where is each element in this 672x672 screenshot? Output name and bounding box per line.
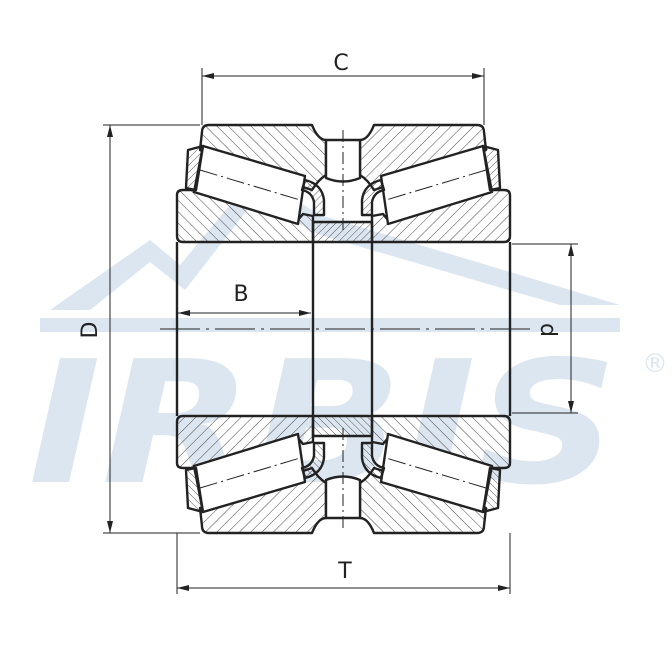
roller-axis-right (385, 169, 487, 201)
label-b: B (233, 282, 248, 307)
bearing-bottom-half (175, 414, 512, 535)
dimension-d-outer: D (78, 124, 200, 534)
inner-ring-left (175, 188, 315, 244)
cage-right (481, 144, 502, 192)
dimension-t: T (176, 533, 511, 594)
lip-right (360, 178, 386, 217)
label-t: T (337, 559, 352, 584)
registered-mark: ® (642, 349, 668, 379)
roller-axis-left (199, 169, 301, 201)
inner-ring-right (370, 188, 512, 244)
bearing-top-half (175, 123, 512, 244)
lip-left (300, 178, 326, 217)
label-D: D (78, 322, 103, 339)
cage-left (184, 144, 205, 192)
label-c: C (333, 51, 348, 76)
dimension-b: B (177, 282, 311, 316)
roof-logo (50, 175, 620, 310)
label-d: d (535, 323, 560, 337)
dimension-d-bore: d (512, 243, 578, 414)
dimension-c: C (201, 51, 485, 125)
